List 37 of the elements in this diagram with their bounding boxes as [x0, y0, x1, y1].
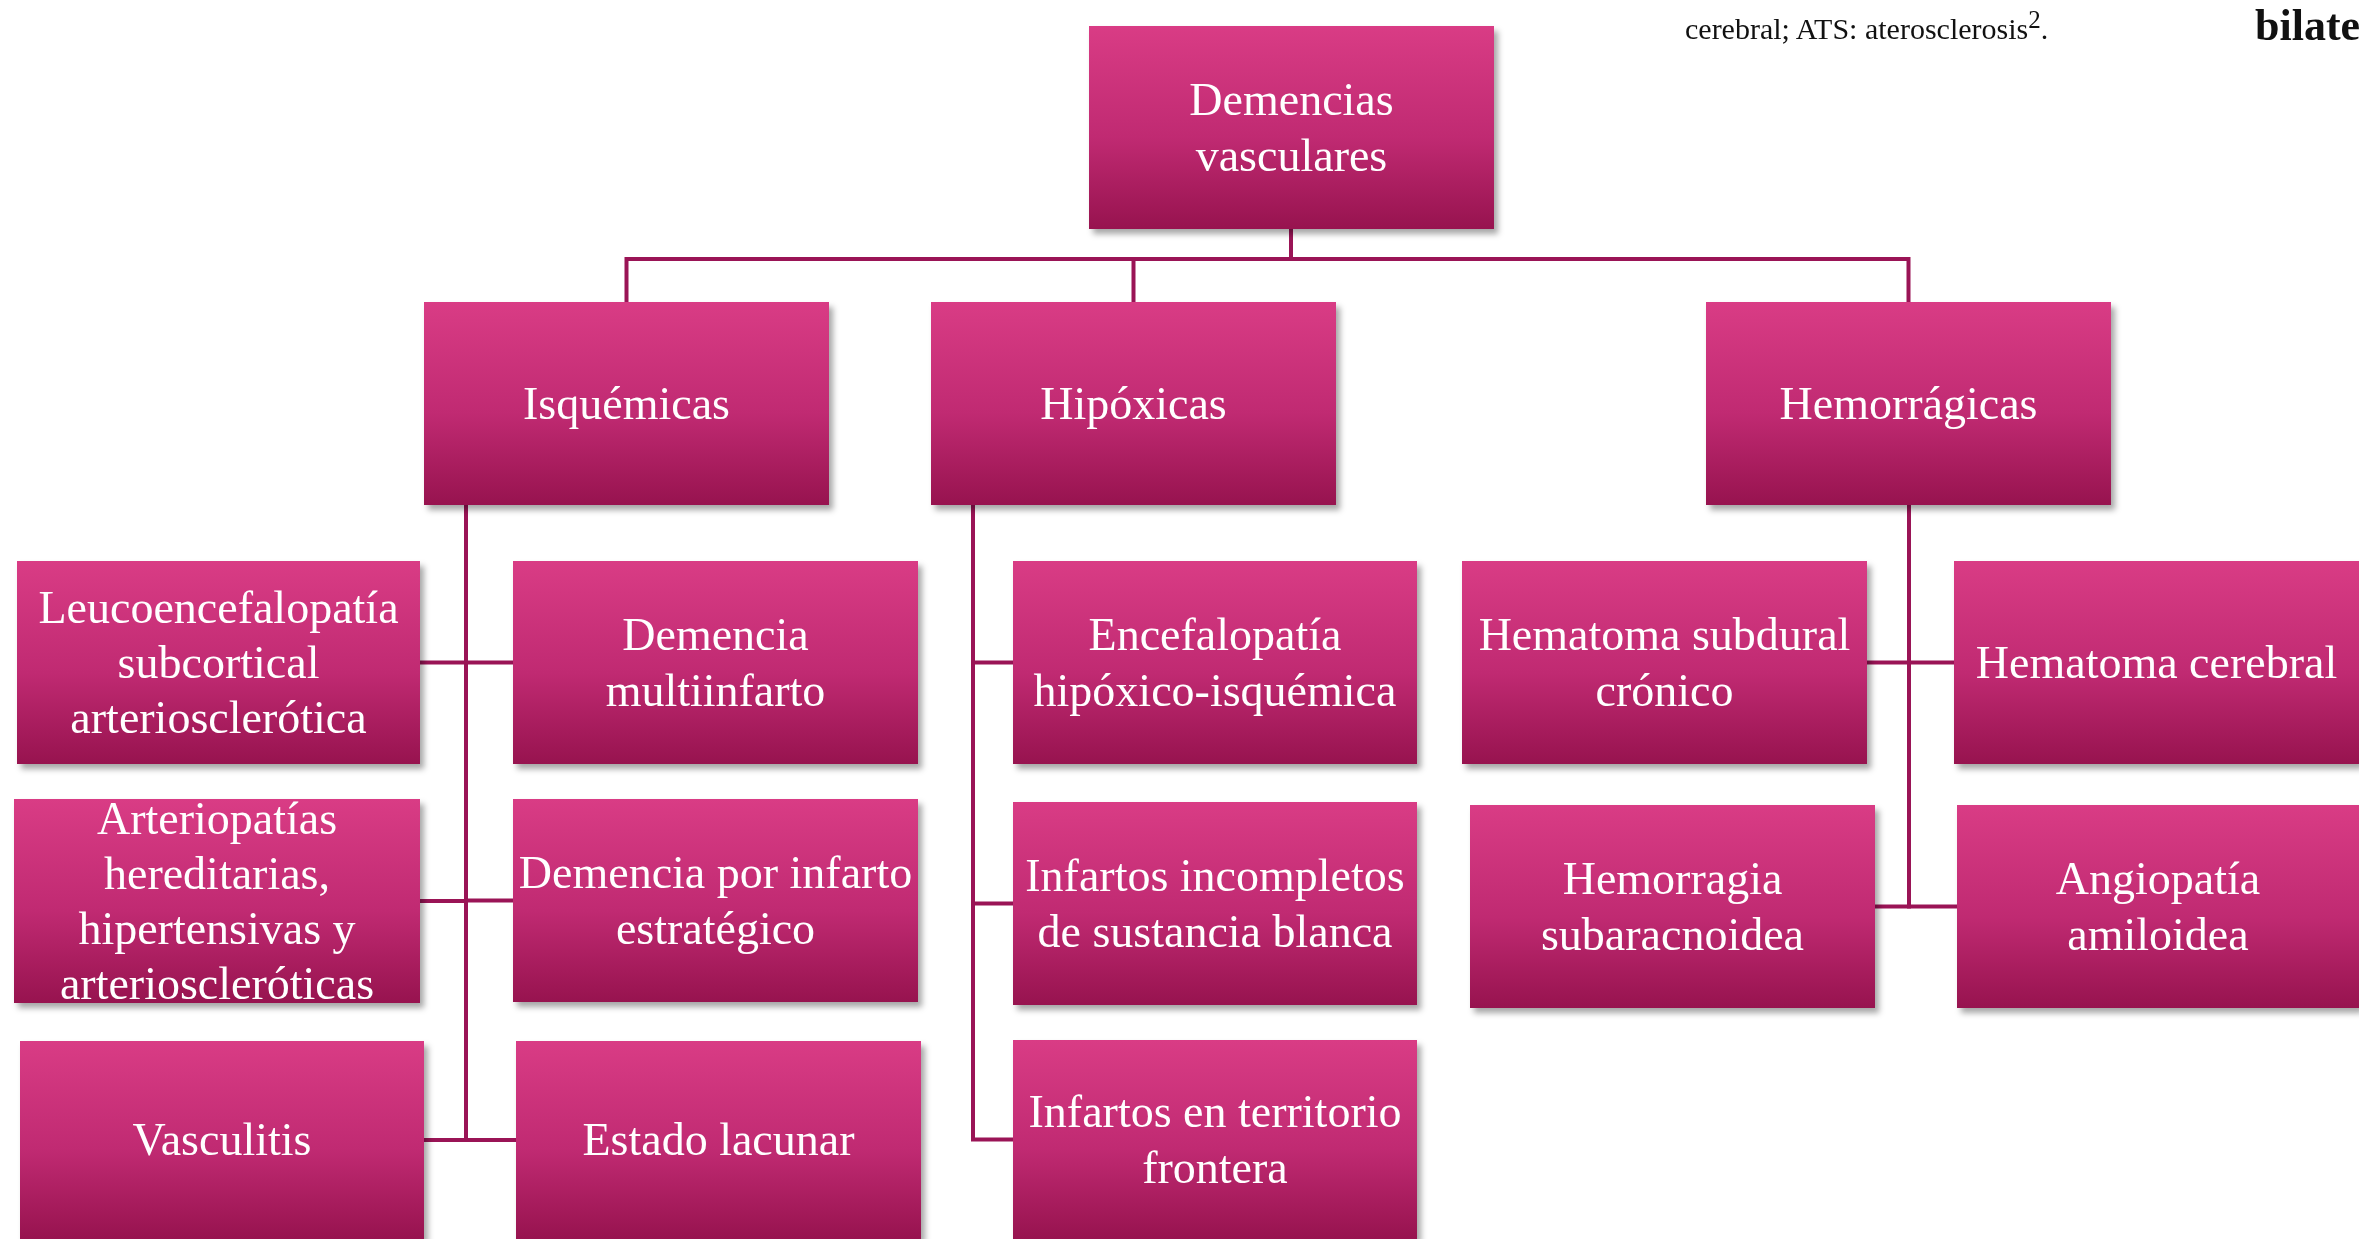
- box-label: Hematoma subdural crónico: [1477, 608, 1852, 718]
- category-box: [1462, 561, 1867, 764]
- category-box: [424, 302, 829, 505]
- category-box: [931, 302, 1336, 505]
- connector-line: [1907, 505, 1957, 909]
- category-box: [513, 799, 918, 1002]
- category-box: [1013, 561, 1417, 764]
- category-box: [1013, 802, 1417, 1005]
- category-box: [1470, 805, 1875, 1008]
- box-label: Infartos incompletos de sustancia blanca: [1024, 849, 1406, 959]
- page-text-fragment: bilate: [2255, 0, 2359, 51]
- box-label: Hemorrágicas: [1779, 376, 2038, 431]
- category-box: [17, 561, 420, 764]
- box-label: Demencias vasculares: [1188, 73, 1395, 183]
- category-box: [14, 799, 420, 1003]
- category-box: [516, 1041, 921, 1239]
- box-label: Demencia por infarto estratégico: [517, 846, 914, 956]
- box-label: Encefalopatía hipóxico-isquémica: [1032, 608, 1398, 718]
- category-box: [1954, 561, 2359, 764]
- box-label: Demencia multiinfarto: [604, 608, 827, 718]
- box-label: Hemorragia subaracnoidea: [1539, 852, 1806, 962]
- box-label: Vasculitis: [132, 1113, 312, 1168]
- category-box: [20, 1041, 424, 1239]
- box-label: Angiopatía amiloidea: [2054, 852, 2262, 962]
- box-label: Arteriopatías hereditarias, hipertensivas y arterioscleróticas: [58, 791, 376, 1012]
- category-box: [513, 561, 918, 764]
- box-label: Isquémicas: [523, 376, 730, 431]
- category-box: [1957, 805, 2359, 1008]
- category-box: [1013, 1040, 1417, 1239]
- box-label: Estado lacunar: [582, 1113, 855, 1168]
- box-label: Leucoencefalopatía subcortical arteriosclerótica: [37, 580, 400, 746]
- page-text-fragment: cerebral; ATS: aterosclerosis$^{2}$.: [1685, 6, 2049, 46]
- box-label: Hipóxicas: [1040, 376, 1227, 431]
- category-box: [1706, 302, 2111, 505]
- category-box: [1089, 26, 1494, 229]
- box-label: Hematoma cerebral: [1975, 635, 2338, 690]
- box-label: Infartos en territorio frontera: [1027, 1085, 1403, 1195]
